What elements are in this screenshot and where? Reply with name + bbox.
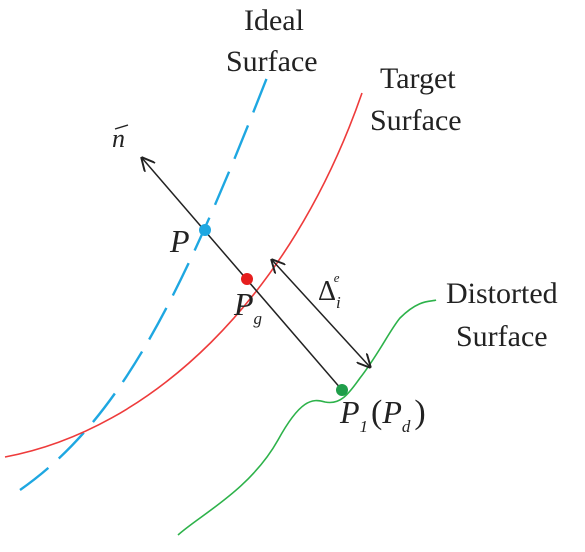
ideal-surface-label-line2: Surface [226,45,318,78]
target-surface-curve [4,92,363,458]
distorted-surface-label-line1: Distorted [446,277,558,310]
point-p1 [336,384,348,396]
point-p1-label: P1(Pd) [339,394,426,436]
target-surface-label-line1: Target [380,62,456,95]
normal-vector-line [142,158,343,391]
point-p-label: P [169,223,190,259]
distorted-surface-label-line2: Surface [456,320,548,353]
target-surface-label-line2: Surface [370,104,462,137]
point-pg [241,273,253,285]
normal-vector-label: n [112,124,125,153]
point-p [199,224,211,236]
ideal-surface-curve [19,74,270,491]
delta-label: Δie [318,270,341,312]
delta-dimension-arrow [272,260,370,367]
distorted-surface-curve [177,299,437,536]
normal-overbar [114,124,129,130]
point-pg-label: Pg [233,286,262,328]
ideal-surface-label-line1: Ideal [244,4,304,37]
